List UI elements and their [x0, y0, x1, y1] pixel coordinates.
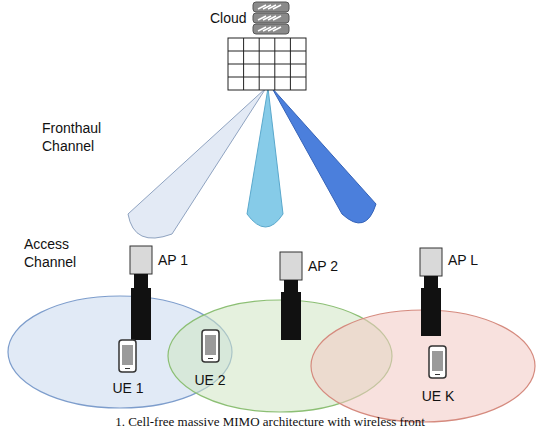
coverage-areas: [8, 296, 535, 422]
access-points: [130, 246, 442, 340]
user-equipment: [119, 330, 446, 378]
figure-caption: 1. Cell-free massive MIMO architecture w…: [115, 414, 425, 430]
beam-left: [128, 88, 266, 238]
ue-label: UE 2: [194, 372, 225, 390]
cloud-server-icon: [253, 2, 289, 34]
phone-icon: [119, 340, 136, 372]
ue-label: UE K: [422, 388, 455, 406]
channel-label: Access Channel: [24, 236, 94, 271]
phone-icon: [429, 346, 446, 378]
beam-right: [272, 88, 376, 223]
channel-label: Fronthaul Channel: [42, 120, 132, 155]
ap-symbol: [420, 248, 442, 336]
fronthaul-beams: [128, 88, 376, 238]
server-unit: [253, 13, 289, 23]
ap-symbol: [280, 252, 302, 340]
ap-label: AP 2: [308, 258, 338, 276]
ap-label: AP 1: [158, 252, 188, 270]
server-unit: [253, 2, 289, 12]
ue-label: UE 1: [112, 380, 143, 398]
ap-symbol: [130, 246, 152, 340]
server-unit: [253, 24, 289, 34]
phone-icon: [202, 330, 219, 362]
beam-center: [247, 88, 283, 227]
antenna-array-grid: [228, 38, 306, 90]
ap-label: AP L: [448, 252, 478, 270]
server-stripes: [258, 5, 281, 31]
node-label: Cloud: [210, 10, 247, 28]
